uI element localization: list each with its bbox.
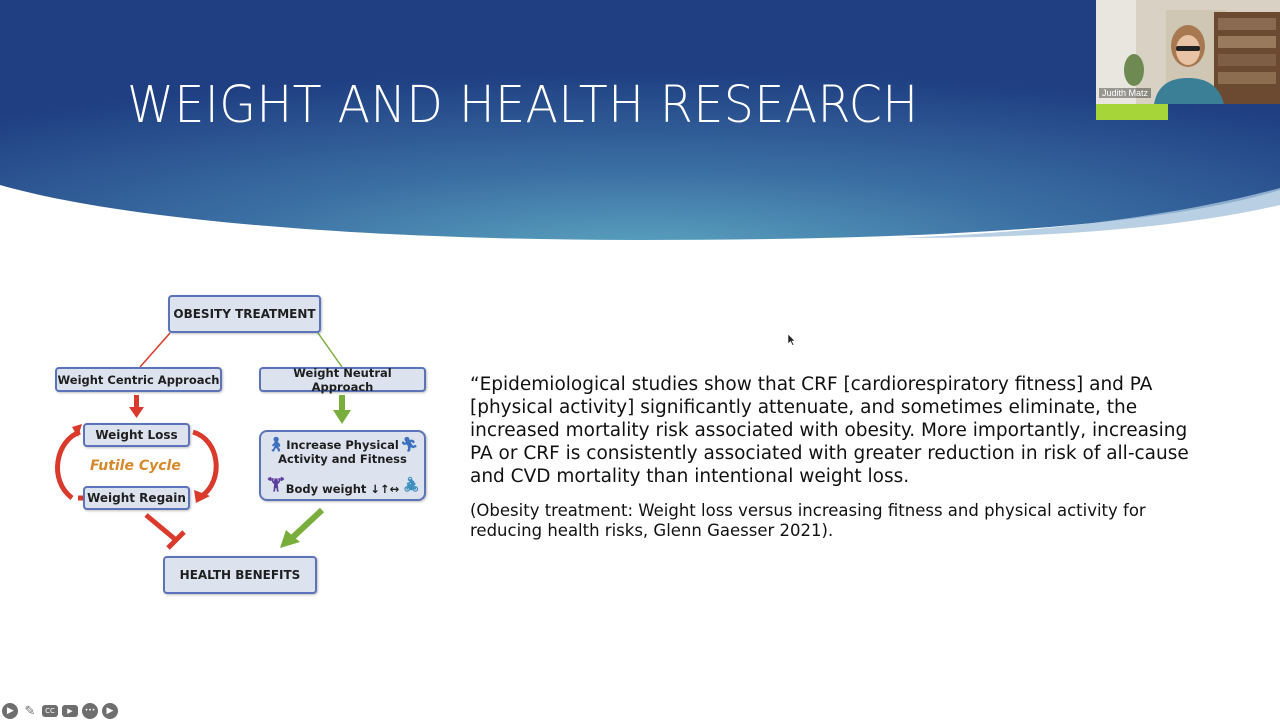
camera-button[interactable]: ▶ [62,705,78,717]
diagram-body-weight-label: Body weight ↓↑↔ [285,482,400,496]
slide-quote: “Epidemiological studies show that CRF [… [470,374,1189,487]
captions-button[interactable]: CC [42,705,58,717]
diagram-futile-cycle-label: Futile Cycle [90,458,181,474]
slide-title: WEIGHT AND HEALTH RESEARCH [127,76,919,135]
previous-slide-button[interactable]: ◀ [2,703,18,719]
participant-video-frame [1096,0,1280,104]
camera-off-icon: ▶ [67,706,73,715]
arrow-right-icon: ▶ [106,705,114,716]
diagram-increase-pa-line1: Increase Physical [286,438,399,452]
slide-toolbar: ◀ ✎ CC ▶ ••• ▶ [2,703,118,719]
diagram-obesity-treatment-label: OBESITY TREATMENT [173,307,316,321]
diagram-weight-centric-label: Weight Centric Approach [57,372,220,387]
participant-video-tile[interactable]: Judith Matz [1096,0,1280,104]
more-icon: ••• [84,707,96,714]
walking-person-icon: 🚶︎ [267,437,285,453]
slide-header-banner: WEIGHT AND HEALTH RESEARCH [0,0,1280,245]
pen-tool-button[interactable]: ✎ [22,703,38,719]
diagram-increase-pa-line2: Activity and Fitness [278,452,407,466]
diagram-health-benefits-box: HEALTH BENEFITS [163,556,317,594]
weightlifting-icon: 🏋︎ [267,477,285,493]
running-person-icon: 🏃︎ [400,437,418,453]
participant-name-label: Judith Matz [1099,88,1152,98]
more-options-button[interactable]: ••• [82,703,98,719]
next-slide-button[interactable]: ▶ [102,703,118,719]
mouse-cursor-icon [788,334,796,346]
diagram-weight-regain-box: Weight Regain [83,486,190,510]
diagram-weight-loss-label: Weight Loss [95,428,178,442]
participant-speaking-indicator [1096,104,1168,120]
diagram-health-benefits-label: HEALTH BENEFITS [179,568,301,582]
diagram-increase-pa-box: 🚶︎ 🏃︎ Increase Physical Activity and Fit… [259,430,426,501]
cycling-icon: 🚴︎ [402,477,420,493]
diagram-obesity-treatment-box: OBESITY TREATMENT [168,295,321,333]
arrow-left-icon: ◀ [6,705,14,716]
diagram-weight-neutral-box: Weight Neutral Approach [259,365,426,394]
captions-icon: CC [45,706,55,715]
diagram-weight-centric-box: Weight Centric Approach [55,367,222,392]
pen-icon: ✎ [24,703,36,719]
diagram-weight-loss-box: Weight Loss [83,423,190,447]
slide-citation: (Obesity treatment: Weight loss versus i… [470,501,1146,540]
diagram-weight-neutral-label: Weight Neutral Approach [293,365,392,394]
diagram-weight-regain-label: Weight Regain [87,491,186,505]
